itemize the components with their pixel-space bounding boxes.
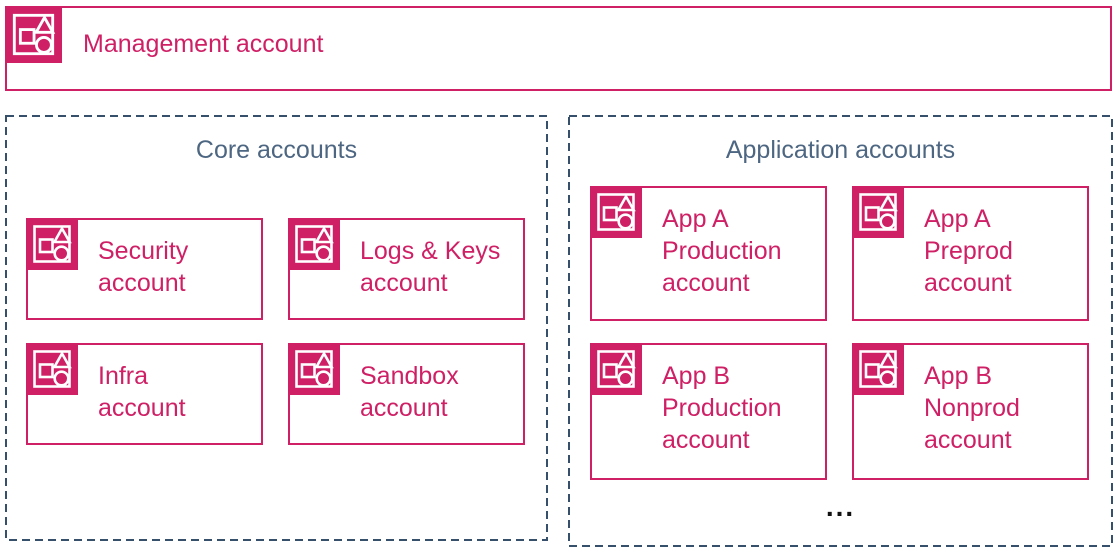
account-card-app-b-production: App B Production account bbox=[590, 343, 827, 480]
aws-account-icon bbox=[852, 186, 904, 238]
application-accounts-group-border bbox=[568, 115, 1113, 547]
aws-account-icon bbox=[288, 218, 340, 270]
account-card-app-a-production: App A Production account bbox=[590, 186, 827, 321]
account-label-line: account bbox=[98, 394, 186, 422]
account-label-line: account bbox=[98, 269, 186, 297]
account-label: App A Preprod account bbox=[924, 203, 1083, 299]
account-label-line: Nonprod bbox=[924, 394, 1020, 422]
account-card-security: Security account bbox=[26, 218, 263, 320]
account-label-line: account bbox=[924, 269, 1012, 297]
application-accounts-group-title: Application accounts bbox=[725, 136, 956, 164]
core-accounts-group-title: Core accounts bbox=[195, 136, 358, 164]
aws-account-icon bbox=[26, 218, 78, 270]
aws-account-icon bbox=[26, 343, 78, 395]
account-label-line: App B bbox=[662, 362, 731, 390]
account-label-line: Sandbox bbox=[360, 362, 459, 390]
aws-account-icon bbox=[288, 343, 340, 395]
account-label: Logs & Keys account bbox=[360, 235, 519, 299]
account-label-line: account bbox=[360, 269, 448, 297]
management-account-box: Management account bbox=[5, 6, 1112, 91]
aws-account-icon bbox=[590, 186, 642, 238]
account-label-line: Preprod bbox=[924, 237, 1013, 265]
account-card-app-b-nonprod: App B Nonprod account bbox=[852, 343, 1089, 480]
account-label-line: Production bbox=[662, 394, 782, 422]
account-label-line: Security bbox=[98, 237, 189, 265]
account-label: App A Production account bbox=[662, 203, 821, 299]
aws-account-icon bbox=[852, 343, 904, 395]
account-label: Infra account bbox=[98, 360, 257, 424]
account-label-line: Production bbox=[662, 237, 782, 265]
account-label: Security account bbox=[98, 235, 257, 299]
more-accounts-ellipsis: ... bbox=[825, 491, 856, 522]
account-card-app-a-preprod: App A Preprod account bbox=[852, 186, 1089, 321]
aws-account-icon bbox=[5, 6, 62, 63]
account-label-line: account bbox=[662, 269, 750, 297]
account-label: App B Nonprod account bbox=[924, 360, 1083, 456]
account-label-line: Infra bbox=[98, 362, 149, 390]
core-accounts-group-border bbox=[5, 115, 548, 541]
account-label: App B Production account bbox=[662, 360, 821, 456]
account-label-line: App A bbox=[924, 205, 991, 233]
account-label-line: account bbox=[360, 394, 448, 422]
account-label-line: account bbox=[924, 426, 1012, 454]
account-card-sandbox: Sandbox account bbox=[288, 343, 525, 445]
account-label-line: App A bbox=[662, 205, 729, 233]
management-account-label: Management account bbox=[83, 30, 324, 58]
account-label: Sandbox account bbox=[360, 360, 519, 424]
aws-account-icon bbox=[590, 343, 642, 395]
account-card-infra: Infra account bbox=[26, 343, 263, 445]
account-label-line: Logs & Keys bbox=[360, 237, 501, 265]
account-label-line: App B bbox=[924, 362, 993, 390]
account-label-line: account bbox=[662, 426, 750, 454]
account-card-logs-keys: Logs & Keys account bbox=[288, 218, 525, 320]
